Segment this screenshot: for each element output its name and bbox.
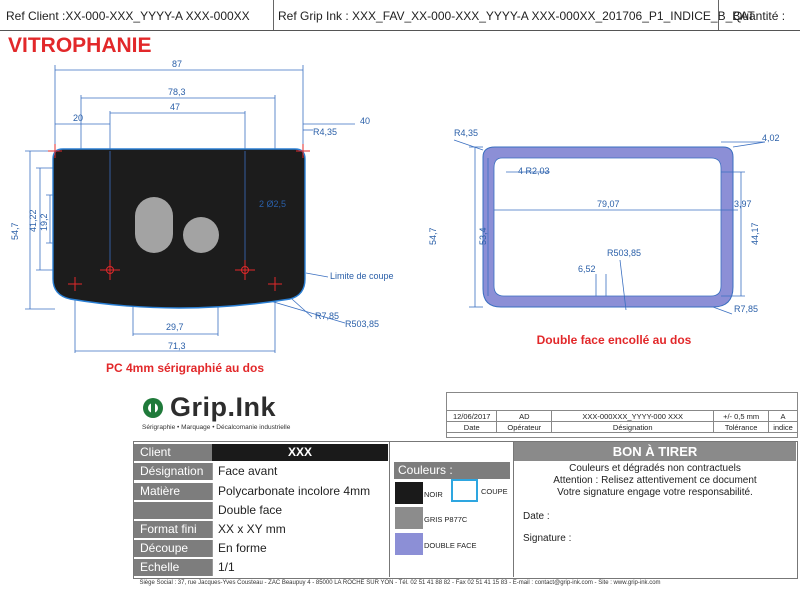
echelle-value: 1/1 — [212, 559, 388, 576]
swatch-noir-label: NOIR — [424, 490, 443, 499]
rdim-4-02: 4,02 — [762, 133, 780, 143]
header-divider — [273, 0, 274, 30]
rdim-54-7: 54,7 — [428, 227, 438, 245]
dim-71-3: 71,3 — [168, 341, 186, 351]
rdim-6-52: 6,52 — [578, 264, 596, 274]
logo-name: Grip.Ink — [170, 392, 277, 422]
rdim-79-07: 79,07 — [597, 199, 620, 209]
oval-window — [135, 197, 173, 253]
rev-header-tolerance: Tolérance — [713, 421, 769, 433]
swatch-gris — [395, 507, 423, 529]
dim-r503-85: R503,85 — [345, 319, 379, 329]
revision-block: 12/06/2017 AD XXX-000XXX_YYYY-000 XXX +/… — [445, 392, 799, 438]
left-caption: PC 4mm sérigraphié au dos — [106, 361, 264, 375]
rev-date: 12/06/2017 — [445, 410, 498, 422]
header-bar: Ref Client :XX-000-XXX_YYYY-A XXX-000XX … — [0, 0, 800, 31]
swatch-coupe-label: COUPE — [481, 487, 508, 496]
dim-29-7: 29,7 — [166, 322, 184, 332]
quantite-label: Quantité : — [733, 9, 786, 23]
spec-block — [133, 441, 798, 579]
grip-ink-logo-icon — [143, 397, 163, 418]
designation-label: Désignation — [134, 463, 212, 480]
rev-header-date: Date — [445, 421, 498, 433]
echelle-label: Echelle — [134, 559, 212, 576]
bat-title: BON À TIRER — [514, 442, 796, 461]
limite-label: Limite de coupe — [330, 271, 394, 281]
rev-header-designation: Désignation — [551, 421, 715, 433]
dim-40: 40 — [360, 116, 370, 126]
designation-value: Face avant — [212, 463, 388, 480]
dim-78-3: 78,3 — [168, 87, 186, 97]
bat-signature-label: Signature : — [523, 533, 572, 544]
matiere-label: Matière — [134, 483, 212, 500]
bat-notice: Couleurs et dégradés non contractuels At… — [514, 463, 796, 499]
decoupe-value: En forme — [212, 540, 388, 557]
rev-header-index: indice — [767, 421, 799, 433]
rev-designation: XXX-000XXX_YYYY-000 XXX — [551, 410, 715, 422]
ref-client: Ref Client :XX-000-XXX_YYYY-A XXX-000XX — [6, 9, 250, 23]
double-face-window — [493, 157, 722, 297]
rev-operator: AD — [496, 410, 553, 422]
rev-tolerance: +/- 0,5 mm — [713, 410, 769, 422]
format-label: Format fini — [134, 521, 212, 538]
right-caption: Double face encollé au dos — [537, 333, 692, 347]
bat-block — [513, 441, 797, 577]
swatch-noir — [395, 482, 423, 504]
bat-line-1: Couleurs et dégradés non contractuels — [569, 463, 741, 474]
swatch-gris-label: GRIS P877C — [424, 515, 468, 524]
header-divider — [718, 0, 719, 30]
bat-line-3: Votre signature engage votre responsabil… — [557, 487, 753, 498]
right-technical-drawing: R4,35 4,02 4 R2,03 79,07 3,97 54,7 53,4 … — [428, 128, 780, 347]
rev-index: A — [767, 410, 799, 422]
bat-date-label: Date : — [523, 511, 550, 522]
black-plate-shape — [52, 148, 306, 309]
dim-20: 20 — [73, 113, 83, 123]
dim-87: 87 — [172, 59, 182, 69]
client-label: Client — [134, 444, 212, 461]
rev-header-operator: Opérateur — [496, 421, 553, 433]
left-technical-drawing: 87 78,3 47 20 R4,35 40 54,7 41,22 19,2 2… — [10, 59, 394, 375]
rdim-44-17: 44,17 — [750, 222, 760, 245]
revision-blank-row — [447, 393, 797, 411]
dim-41-22: 41,22 — [28, 209, 38, 232]
rdim-r503-85: R503,85 — [607, 248, 641, 258]
dim-47: 47 — [170, 102, 180, 112]
swatch-double-face-label: DOUBLE FACE — [424, 541, 477, 550]
footer-address: Siège Social : 37, rue Jacques-Yves Cous… — [139, 580, 661, 586]
dim-r7-85: R7,85 — [315, 311, 339, 321]
colors-block — [389, 441, 514, 577]
rdim-53-4: 53,4 — [478, 227, 488, 245]
swatch-double-face — [395, 533, 423, 555]
matiere-value-extra: Double face — [212, 502, 388, 519]
ref-gripink: Ref Grip Ink : XXX_FAV_XX-000-XXX_YYYY-A… — [278, 9, 755, 23]
dim-hole: 2 Ø2,5 — [259, 199, 286, 209]
client-value: XXX — [212, 444, 388, 461]
dim-r4-35: R4,35 — [313, 127, 337, 137]
format-value: XX x XY mm — [212, 521, 388, 538]
dim-54-7: 54,7 — [10, 222, 20, 240]
dim-19-2: 19,2 — [39, 213, 49, 231]
colors-title: Couleurs : — [394, 462, 510, 479]
page-title: VITROPHANIE — [8, 34, 152, 57]
rdim-r7-85: R7,85 — [734, 304, 758, 314]
matiere-label-extra — [134, 502, 212, 519]
rdim-r2-03: 4 R2,03 — [518, 166, 550, 176]
swatch-coupe — [451, 479, 478, 502]
company-logo: Grip.Ink Sérigraphie • Marquage • Décalc… — [142, 392, 290, 431]
revision-table: 12/06/2017 AD XXX-000XXX_YYYY-000 XXX +/… — [445, 410, 799, 433]
logo-tagline: Sérigraphie • Marquage • Décalcomanie in… — [142, 424, 291, 431]
decoupe-label: Découpe — [134, 540, 212, 557]
round-window — [183, 217, 219, 253]
matiere-value: Polycarbonate incolore 4mm — [212, 483, 388, 500]
bat-line-2: Attention : Relisez attentivement ce doc… — [553, 475, 757, 486]
rdim-3-97: 3,97 — [734, 199, 752, 209]
rdim-r4-35: R4,35 — [454, 128, 478, 138]
